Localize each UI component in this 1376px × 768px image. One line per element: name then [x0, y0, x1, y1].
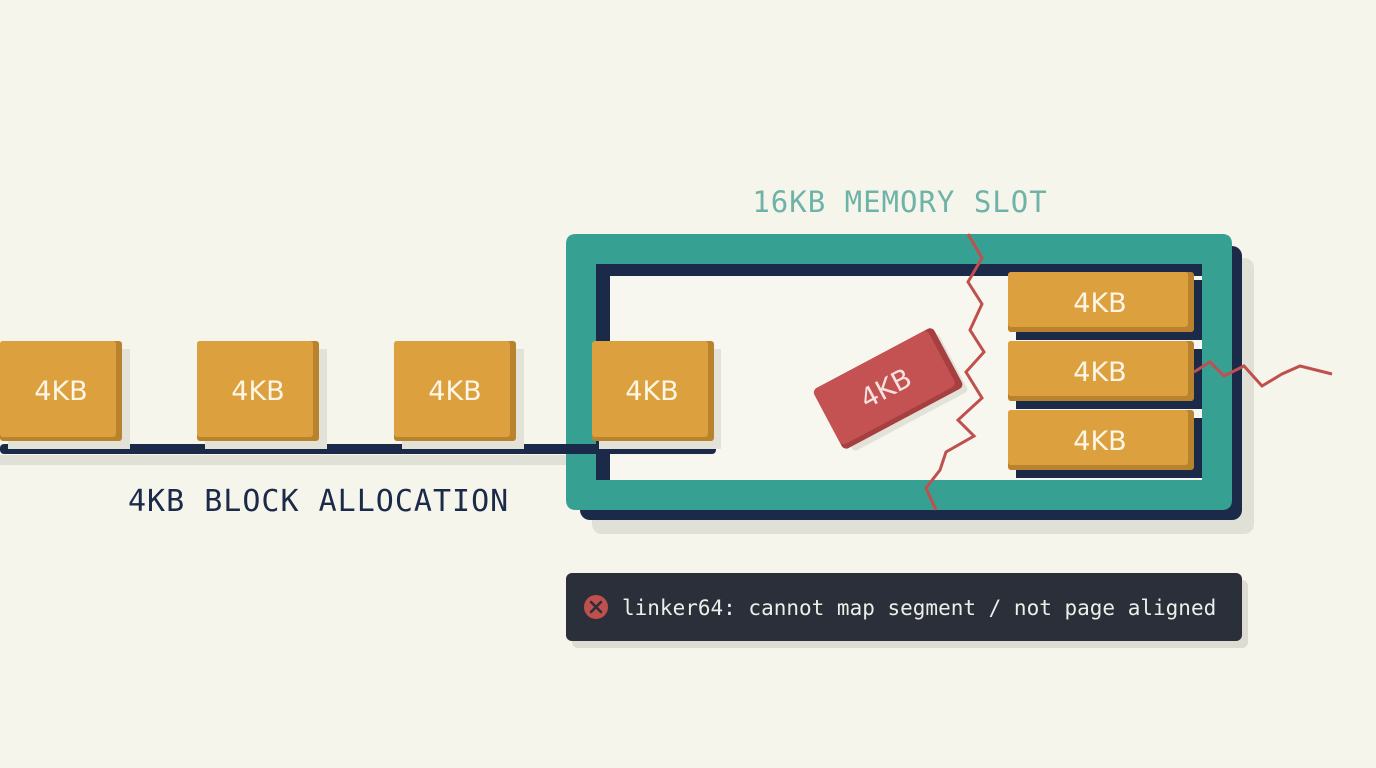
frame-crack-vertical — [924, 233, 986, 511]
rail-block: 4KB — [394, 341, 524, 449]
misaligned-block: 4KB — [813, 328, 968, 451]
frame-crack-right — [1193, 360, 1333, 388]
rail-block-label: 4KB — [34, 376, 87, 407]
stacked-block: 4KB — [1008, 272, 1202, 340]
rail-block: 4KB — [0, 341, 130, 449]
block-allocation-label: 4KB BLOCK ALLOCATION — [128, 484, 509, 519]
error-message: linker64: cannot map segment / not page … — [622, 596, 1216, 620]
stacked-block: 4KB — [1008, 341, 1202, 409]
error-toast-box — [566, 573, 1242, 641]
rail-block-label: 4KB — [625, 376, 678, 407]
rail-block-label: 4KB — [231, 376, 284, 407]
rail-shadow — [0, 455, 720, 465]
error-x-icon — [584, 595, 608, 619]
stacked-block-label: 4KB — [1073, 426, 1126, 457]
stacked-block-label: 4KB — [1073, 357, 1126, 388]
stacked-block: 4KB — [1008, 410, 1202, 478]
stacked-block-label: 4KB — [1073, 288, 1126, 319]
memory-slot-frame — [566, 234, 1232, 510]
rail-block: 4KB — [197, 341, 327, 449]
allocation-rail-group — [0, 444, 720, 465]
rail-block: 4KB — [592, 341, 721, 449]
rail-block-label: 4KB — [428, 376, 481, 407]
error-toast: linker64: cannot map segment / not page … — [566, 573, 1248, 648]
memory-slot-label: 16KB MEMORY SLOT — [752, 185, 1047, 219]
allocation-rail — [0, 444, 716, 454]
